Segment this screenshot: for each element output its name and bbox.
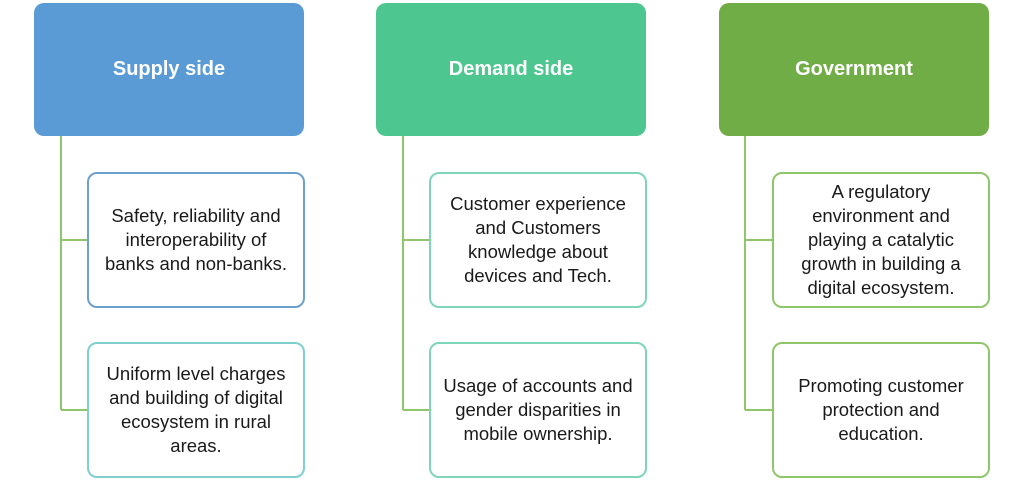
demand-item-2-text: Usage of accounts and gender disparities… [443, 375, 633, 444]
supply-item-2-text: Uniform level charges and building of di… [106, 363, 286, 456]
demand-item-2: Usage of accounts and gender disparities… [429, 342, 647, 478]
government-item-2-text: Promoting customer protection and educat… [798, 375, 964, 444]
header-demand-label: Demand side [448, 58, 574, 80]
government-item-1: A regulatory environment and playing a c… [772, 172, 990, 308]
supply-item-1-text: Safety, reliability and interoperability… [104, 205, 288, 274]
demand-item-1: Customer experience and Customers knowle… [429, 172, 647, 308]
header-government-label: Government [795, 58, 913, 80]
header-supply-label: Supply side [112, 58, 226, 80]
supply-item-1: Safety, reliability and interoperability… [87, 172, 305, 308]
demand-item-1-text: Customer experience and Customers knowle… [450, 193, 626, 286]
connector-demand [402, 136, 429, 411]
connector-supply [60, 136, 87, 411]
header-demand-side: Demand side [376, 3, 646, 136]
government-item-1-text: A regulatory environment and playing a c… [801, 181, 961, 298]
government-item-2: Promoting customer protection and educat… [772, 342, 990, 478]
header-government: Government [719, 3, 989, 136]
connector-government [744, 136, 772, 411]
header-supply-side: Supply side [34, 3, 304, 136]
supply-item-2: Uniform level charges and building of di… [87, 342, 305, 478]
